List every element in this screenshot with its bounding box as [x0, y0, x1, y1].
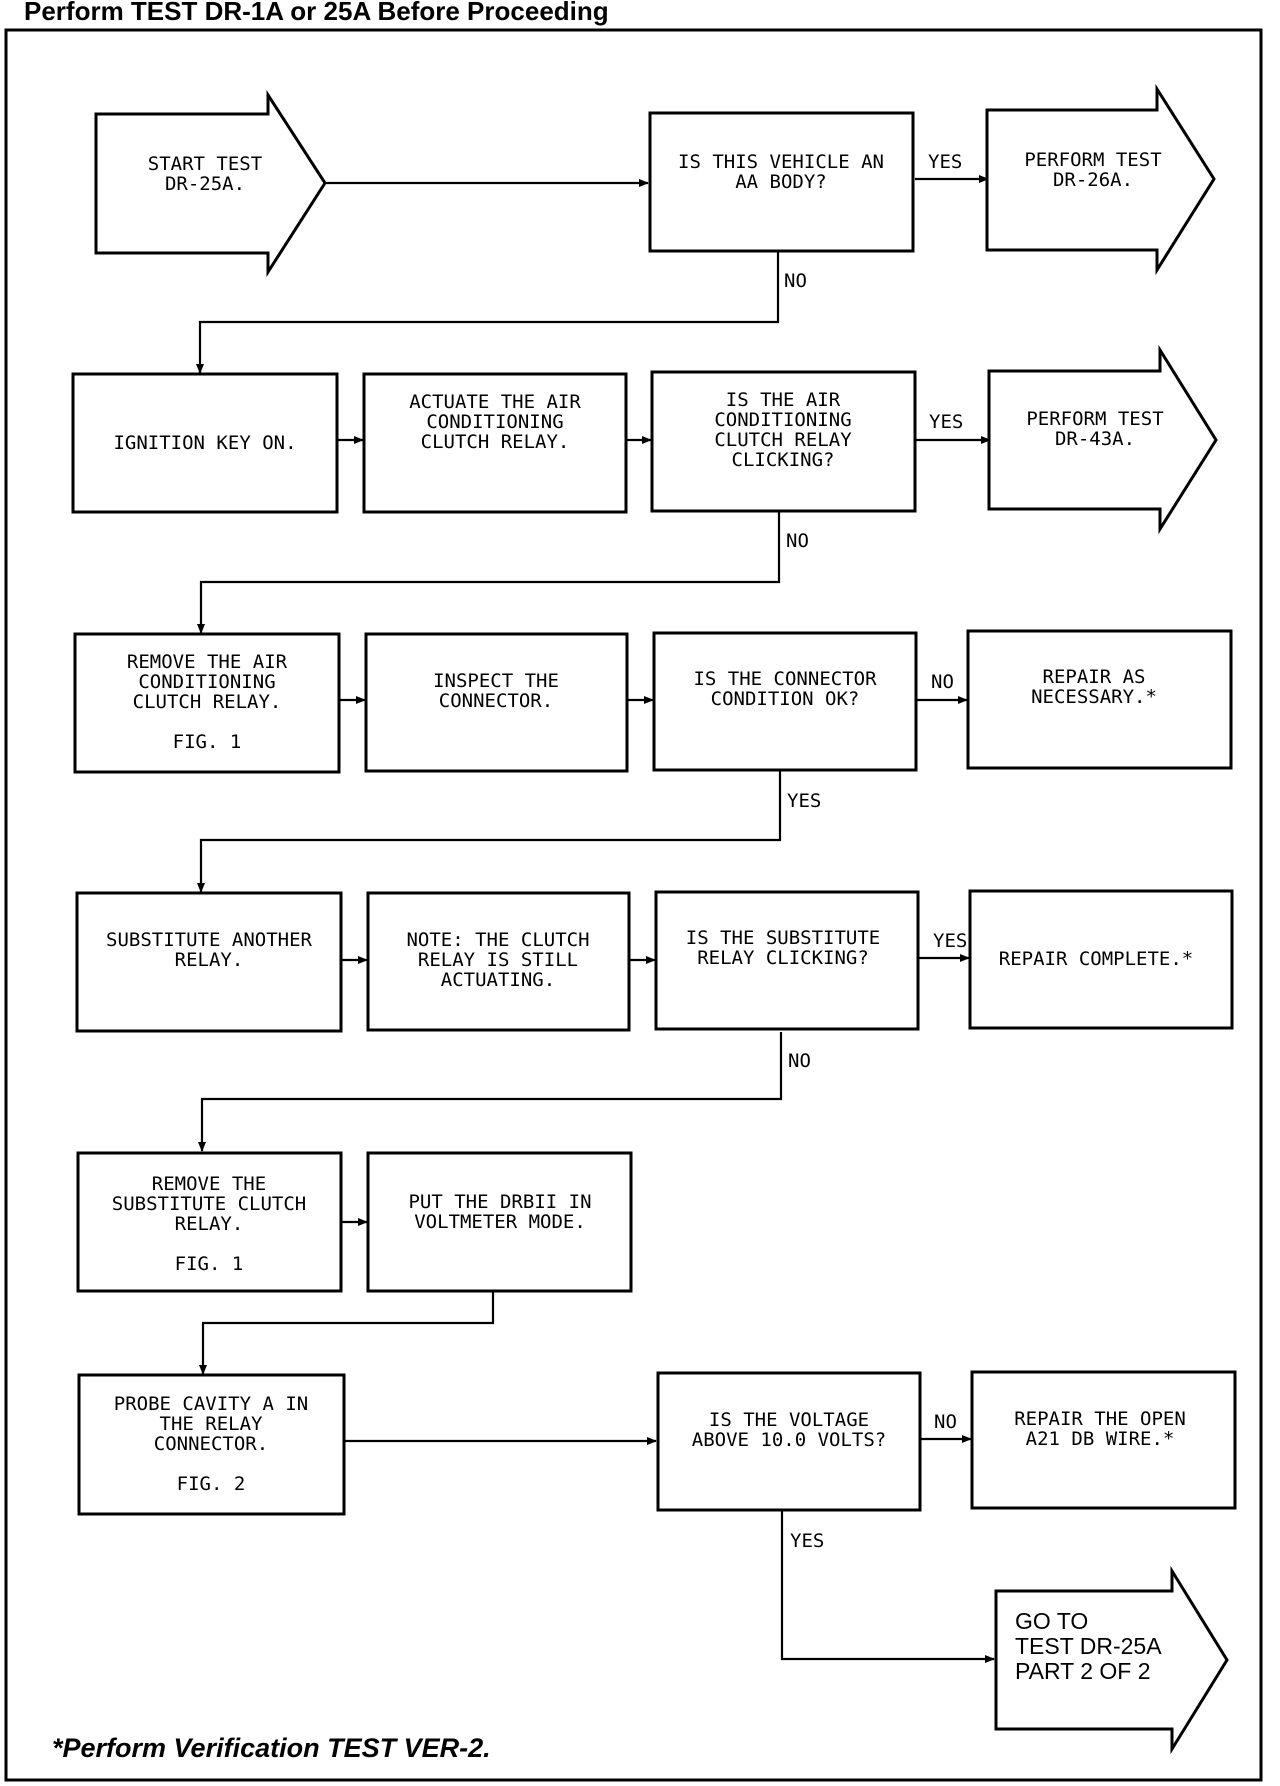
connectors — [196, 175, 995, 1663]
label-yes-connector: YES — [787, 790, 821, 812]
outer-frame — [4, 28, 1263, 1782]
start-line-1: START TEST — [148, 153, 262, 175]
svg-text:REPAIR COMPLETE.*: REPAIR COMPLETE.* — [999, 948, 1193, 970]
start-line-2: DR-25A. — [165, 173, 245, 195]
label-no-sub: NO — [788, 1050, 811, 1072]
label-yes-clicking: YES — [929, 411, 963, 433]
svg-text:IGNITION KEY ON.: IGNITION KEY ON. — [113, 432, 296, 454]
footnote-verification: *Perform Verification TEST VER-2. — [52, 1733, 491, 1763]
label-no-clicking: NO — [786, 530, 809, 552]
ignition-key-box: IGNITION KEY ON. — [71, 372, 339, 514]
label-no-connector: NO — [931, 671, 954, 693]
branch-labels: YES NO YES NO NO YES YES NO NO YES — [784, 151, 967, 1552]
label-no-voltage: NO — [934, 1411, 957, 1433]
label-yes-sub: YES — [933, 930, 967, 952]
repair-complete-box: REPAIR COMPLETE.* — [968, 889, 1234, 1030]
page-title: Perform TEST DR-1A or 25A Before Proceed… — [24, 0, 609, 26]
label-yes-aa: YES — [928, 151, 962, 173]
label-no-aa: NO — [784, 270, 807, 292]
label-yes-voltage: YES — [790, 1530, 824, 1552]
